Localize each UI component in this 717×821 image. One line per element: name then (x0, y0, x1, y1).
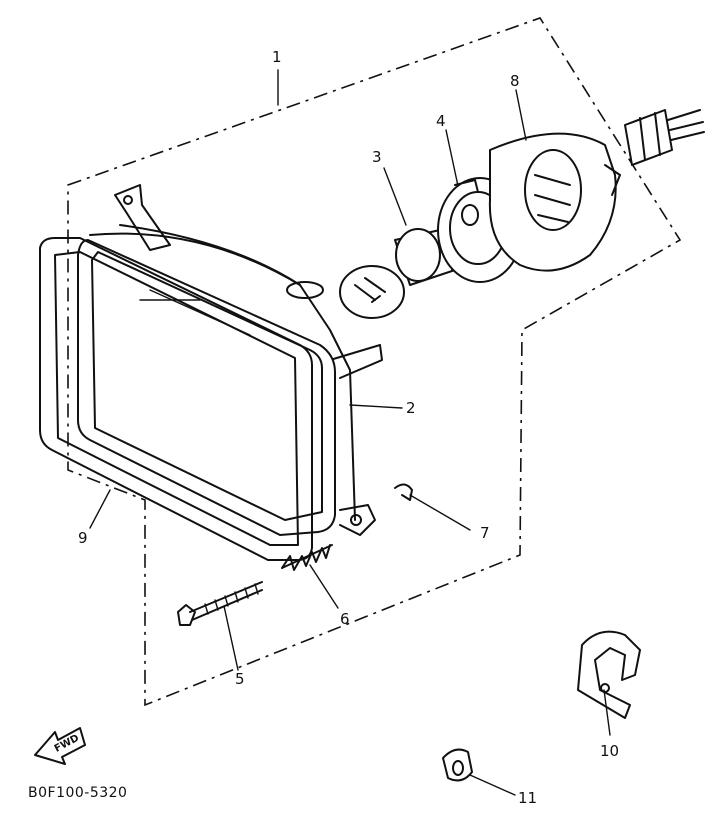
wire-connector (624, 109, 705, 166)
callout-2: 2 (406, 399, 416, 417)
adjusting-screw (177, 581, 263, 626)
dust-cover (488, 132, 621, 272)
callout-6: 6 (340, 610, 350, 628)
callout-9: 9 (78, 529, 88, 547)
assembly-boundary (67, 17, 682, 707)
callout-4: 4 (436, 112, 446, 130)
callout-1: 1 (272, 48, 282, 66)
callout-3: 3 (372, 148, 382, 166)
nut (442, 748, 473, 782)
headlight-rim (39, 237, 313, 561)
spring-clip (394, 483, 413, 501)
callout-8: 8 (510, 72, 520, 90)
callout-7: 7 (480, 524, 490, 542)
headlight-unit (77, 184, 383, 536)
bracket (577, 630, 641, 719)
callout-5: 5 (235, 670, 245, 688)
leader-lines (89, 69, 611, 796)
callout-10: 10 (600, 742, 619, 760)
callout-11: 11 (518, 789, 537, 807)
spring (281, 544, 333, 571)
drawing-code: B0F100-5320 (28, 785, 127, 801)
fwd-arrow: FWD (34, 727, 86, 765)
